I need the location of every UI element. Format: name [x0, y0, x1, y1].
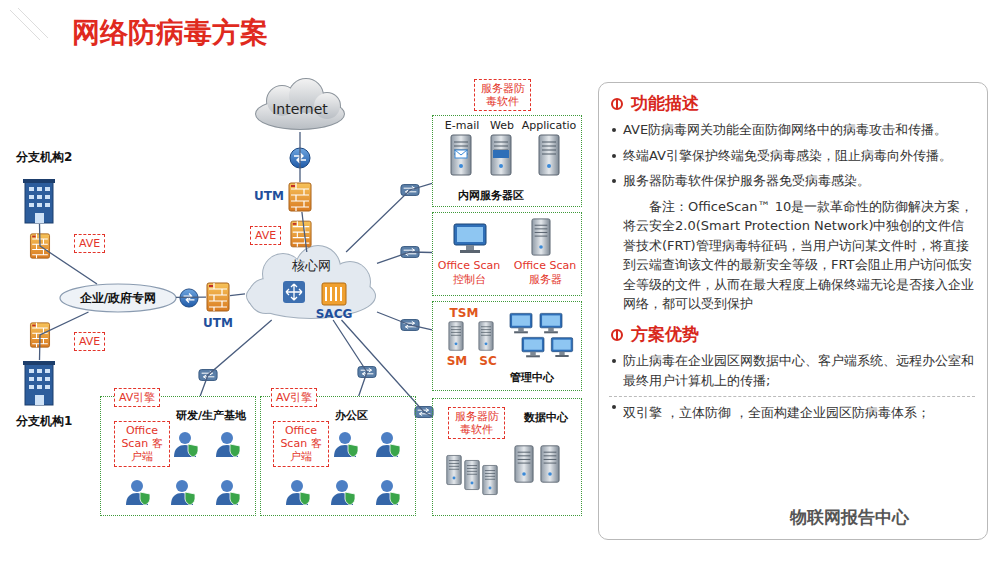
diagram-title: 网络防病毒方案 — [72, 14, 268, 52]
node-label: SM — [447, 354, 468, 369]
node-label: AVE — [255, 229, 276, 242]
device-node: UTM — [206, 282, 230, 312]
tag-box: AVE — [74, 234, 105, 253]
zone-box: E-mail Web Applicatio 内网服务器区 — [432, 115, 582, 207]
zone-box: 数据中心 服务器防 毒软件 — [432, 398, 582, 516]
device-node: UTM — [288, 182, 312, 212]
node-label: E-mail — [445, 119, 480, 133]
node-label: 数据中心 — [524, 411, 568, 425]
zone-box: 研发/生产基地AV引擎Office Scan 客 户端 — [100, 396, 256, 516]
node-label: UTM — [203, 316, 233, 331]
panel-text: 防止病毒在企业园区网数据中心、客户端系统、远程办公室和最终用户计算机上的传播; — [609, 351, 975, 390]
tag-box: AVE — [250, 226, 281, 245]
zone-box: TSM SM SC 管理中心 — [432, 301, 582, 391]
tag-box: AV引擎 — [271, 388, 317, 407]
panel-text: 双引擎 ，立体防御 ，全面构建企业园区防病毒体系； — [609, 396, 975, 423]
device-node: 分支机构1 — [22, 360, 56, 406]
node-label: SACG — [316, 307, 353, 322]
network-link — [40, 224, 98, 284]
panel-text: 方案优势 — [609, 324, 975, 345]
node-label: TSM — [450, 306, 479, 321]
watermark-label: 物联网报告中心 — [790, 506, 909, 529]
zone-box: Office Scan 控制台 Office Scan 服务器 — [432, 212, 582, 296]
node-label: UTM — [254, 189, 284, 204]
network-link — [346, 183, 432, 252]
tag-box: AVE — [74, 332, 105, 351]
network-link — [333, 320, 367, 396]
network-link — [377, 312, 432, 330]
node-label: Internet — [272, 101, 328, 119]
network-link — [176, 296, 206, 298]
network-link — [302, 212, 307, 252]
node-label: AVE — [79, 335, 100, 348]
tag-box: 服务器防 毒软件 — [448, 407, 505, 439]
zone-box: 办公区AV引擎Office Scan 客 户端 — [260, 396, 416, 516]
panel-text: 终端AV引擎保护终端免受病毒感染，阻止病毒向外传播。 — [609, 146, 975, 166]
network-link — [377, 252, 432, 263]
device-node: 核心网 SACG — [245, 252, 377, 320]
panel-text: 备注：OfficeScan™ 10是一款革命性的防御解决方案，将云安全2.0(S… — [609, 197, 975, 314]
tag-box: Office Scan 客 户端 — [114, 421, 170, 467]
node-label: AV引擎 — [119, 391, 155, 404]
tag-box: Office Scan 客 户端 — [273, 421, 329, 467]
node-label: AV引擎 — [276, 391, 312, 404]
panel-text: 服务器防毒软件保护服务器免受病毒感染。 — [609, 171, 975, 191]
network-oval: 企业/政府专网 — [60, 284, 176, 312]
node-label: Office Scan 客 户端 — [119, 424, 165, 464]
node-label: 核心网 — [292, 258, 331, 274]
node-label: Office Scan 控制台 — [436, 259, 502, 287]
node-label: Web — [490, 119, 514, 133]
node-label: 分支机构1 — [16, 414, 72, 429]
network-link — [230, 294, 245, 296]
tag-box: 服务器防 毒软件 — [474, 79, 531, 111]
node-label: 服务器防 毒软件 — [453, 410, 500, 436]
node-label: 管理中心 — [510, 371, 554, 385]
network-link — [200, 320, 272, 396]
panel-text: AVE防病毒网关功能全面防御网络中的病毒攻击和传播。 — [609, 120, 975, 140]
device-node: 分支机构2 — [22, 178, 56, 224]
node-label: SC — [479, 354, 496, 369]
node-label: Office Scan 服务器 — [512, 259, 578, 287]
node-label: 办公区 — [335, 409, 368, 423]
device-node: SACG — [322, 283, 346, 305]
info-panel: 功能描述 AVE防病毒网关功能全面防御网络中的病毒攻击和传播。终端AV引擎保护终端… — [598, 82, 988, 540]
tag-box: AV引擎 — [114, 388, 160, 407]
node-label: 服务器防 毒软件 — [479, 82, 526, 108]
network-link — [342, 320, 433, 416]
node-label: Office Scan 客 户端 — [278, 424, 324, 464]
node-label: 研发/生产基地 — [176, 409, 246, 423]
node-label: 分支机构2 — [16, 150, 72, 165]
node-label: 企业/政府专网 — [80, 291, 156, 306]
node-label: Applicatio — [522, 119, 577, 133]
network-link — [299, 132, 300, 182]
cloud-node: Internet — [252, 88, 348, 132]
node-label: 内网服务器区 — [458, 189, 524, 203]
node-label: AVE — [79, 237, 100, 250]
panel-text: 功能描述 — [609, 93, 975, 114]
